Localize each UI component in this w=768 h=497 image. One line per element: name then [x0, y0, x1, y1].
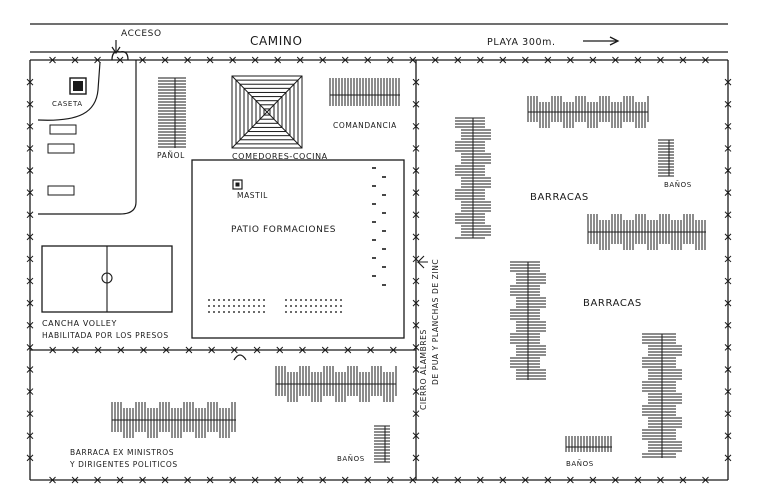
beach-arrow: [583, 36, 620, 46]
barraca-top-right: [527, 96, 649, 128]
banos-bottom-mid-label: BAÑOS: [337, 454, 365, 463]
barraca-ex-ministros: [111, 402, 236, 438]
fence-segment: [724, 60, 732, 480]
fence-note-arrow: [416, 255, 428, 269]
patio-label: PATIO FORMACIONES: [231, 225, 336, 235]
banos-bottom-right: [565, 436, 612, 452]
parking-spots: [47, 124, 77, 196]
panol-building: [158, 77, 186, 148]
panol-label: PAÑOL: [157, 151, 185, 160]
cierro-label-line2: DE PUA Y PLANCHAS DE ZINC: [431, 259, 440, 385]
mastil-flagpole: [232, 179, 243, 190]
formation-marks: [208, 167, 386, 313]
barraca-right-lower: [642, 333, 682, 458]
comedores-label: COMEDORES-COCINA: [232, 152, 328, 161]
fence-segment: [30, 476, 728, 484]
barraca-middle-right: [587, 214, 706, 250]
entry-enclosure: [37, 60, 137, 215]
access-gate: [111, 40, 129, 61]
acceso-label: ACCESO: [121, 29, 162, 39]
comandancia-building: [329, 78, 400, 106]
banos-right-top-label: BAÑOS: [664, 180, 692, 189]
comedores-cocina-building: [231, 75, 303, 149]
barbed-wire-fences: [26, 56, 732, 484]
barraca-ex-label-line1: BARRACA EX MINISTROS: [70, 448, 174, 457]
playa-label: PLAYA 300m.: [487, 37, 556, 48]
caseta-label: CASETA: [52, 100, 83, 108]
barracas-upper-label: BARRACAS: [530, 192, 589, 203]
road: [30, 23, 728, 53]
cierro-label-line1: CIERRO ALAMBRES: [419, 329, 428, 410]
buildings: [111, 77, 706, 463]
cancha-label-line1: CANCHA VOLLEY: [42, 319, 117, 328]
banos-bottom-right-label: BAÑOS: [566, 459, 594, 468]
barraca-center-lower: [510, 261, 546, 380]
camino-label: CAMINO: [250, 34, 303, 48]
cancha-label-line2: HABILITADA POR LOS PRESOS: [42, 331, 169, 340]
fence-segment: [412, 60, 420, 480]
barraca-bottom-middle: [275, 366, 397, 402]
banos-right-top: [658, 139, 674, 177]
mastil-label: MASTIL: [237, 191, 268, 200]
barracas-lower-label: BARRACAS: [583, 298, 642, 309]
caseta-hut: [69, 77, 87, 95]
inner-gate: [233, 354, 247, 361]
volleyball-court: [41, 245, 173, 313]
fence-segment: [30, 56, 728, 64]
fence-segment: [26, 60, 34, 480]
patio-formaciones-outline: [191, 159, 405, 339]
comedores-outline: [231, 75, 303, 149]
banos-bottom-mid: [374, 425, 390, 463]
barraca-left-upper: [455, 117, 491, 239]
barraca-ex-label-line2: Y DIRIGENTES POLITICOS: [69, 460, 178, 469]
fence-segment: [30, 346, 416, 354]
comandancia-label: COMANDANCIA: [333, 121, 397, 130]
